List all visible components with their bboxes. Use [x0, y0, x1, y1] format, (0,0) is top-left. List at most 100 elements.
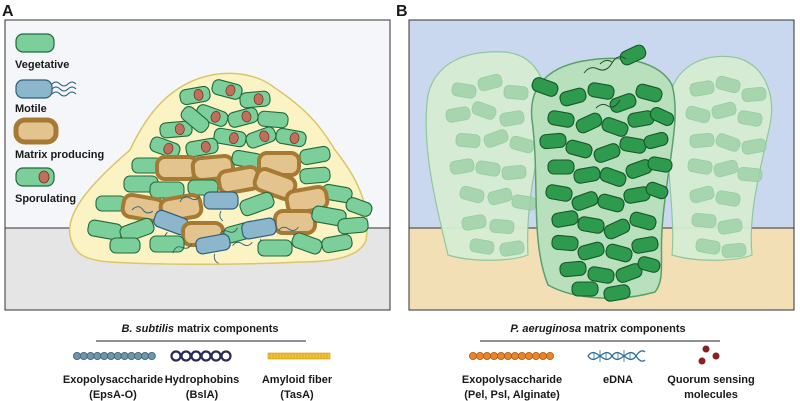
- panel-b-components-header: P. aeruginosa matrix components: [510, 323, 685, 335]
- pa-pale-cell: [741, 86, 767, 103]
- vegetative-cell-icon: [15, 33, 55, 53]
- component-sublabel-quorum: molecules: [684, 389, 738, 401]
- panel-b-letter: B: [396, 3, 408, 20]
- pa-cell: [587, 82, 615, 100]
- pa-pale-cell: [483, 129, 509, 148]
- legend-label-motile: Motile: [15, 103, 47, 115]
- pa-cell: [551, 210, 579, 228]
- pa-pale-cell: [721, 242, 747, 259]
- pa-pale-cell: [695, 238, 721, 255]
- panel-a-components: B. subtilis matrix components Exopolysac…: [63, 323, 333, 401]
- pa-pale-cell: [509, 135, 535, 154]
- pa-pale-cell: [715, 133, 741, 152]
- pa-cell: [571, 281, 599, 297]
- panel-b-components: P. aeruginosa matrix components Exopolys…: [462, 323, 755, 401]
- motile-cell-icon: [15, 79, 77, 99]
- pa-cell: [603, 218, 631, 240]
- dna-helix-icon: [587, 350, 646, 362]
- component-label-eps-pa: Exopolysaccharide: [462, 374, 562, 386]
- panel-a-letter: A: [2, 3, 14, 20]
- pa-cell: [597, 193, 625, 213]
- sporulating-cell-icon: [15, 167, 55, 187]
- pa-pale-cell: [689, 185, 715, 204]
- component-sublabel-bslA: (BslA): [186, 389, 219, 401]
- pa-pale-cell: [501, 164, 527, 181]
- legend-sporulating: Sporulating: [15, 167, 76, 205]
- pa-cell: [645, 181, 669, 200]
- pa-pale-cell: [737, 110, 763, 127]
- pa-pale-cell: [451, 82, 477, 99]
- pa-cell: [619, 44, 647, 66]
- pa-pale-cell: [475, 160, 501, 177]
- panel-a-components-header: B. subtilis matrix components: [121, 323, 278, 335]
- legend-label-vegetative: Vegetative: [15, 59, 69, 71]
- pa-pale-cell: [469, 238, 495, 255]
- bs-cell: [179, 191, 261, 222]
- bs-cell: [109, 237, 141, 254]
- bs-cell: [172, 233, 253, 264]
- pa-cell: [593, 143, 621, 163]
- pa-pale-cells: [445, 73, 767, 259]
- bs-cell: [257, 110, 289, 129]
- bs-cell: [291, 232, 323, 255]
- pa-pale-cell: [449, 158, 475, 175]
- pa-pale-cell: [737, 166, 763, 183]
- bs-cell: [299, 166, 331, 185]
- quorum-sensing-dots-icon: [698, 345, 720, 365]
- exopolysaccharide-chain-icon: [468, 351, 555, 360]
- pa-cell: [577, 241, 605, 261]
- pa-pale-cell: [499, 110, 525, 127]
- pa-cell: [605, 243, 633, 263]
- pa-pale-cell: [499, 240, 525, 257]
- pa-cell: [601, 117, 629, 137]
- legend-vegetative: Vegetative: [15, 33, 69, 71]
- legend-label-matrix-producing: Matrix producing: [15, 149, 104, 161]
- bs-cell: [185, 137, 219, 158]
- bs-cell: [245, 126, 277, 149]
- pa-pale-cell: [489, 218, 515, 235]
- bs-cell: [119, 217, 155, 243]
- bs-cell: [159, 120, 193, 139]
- bs-cell: [275, 127, 307, 148]
- pa-pale-cell: [487, 187, 513, 206]
- legend-motile: Motile: [15, 79, 77, 115]
- bs-cell: [239, 191, 275, 217]
- pa-cell: [637, 256, 661, 273]
- pa-pale-cell: [471, 101, 497, 120]
- component-label-bslA: Hydrophobins: [165, 374, 240, 386]
- pa-cell: [647, 156, 673, 173]
- pa-pale-cell: [477, 73, 503, 92]
- pa-pale-cell: [687, 158, 713, 175]
- bs-cell: [218, 217, 299, 249]
- pa-cell: [539, 132, 567, 150]
- pa-cell: [571, 191, 599, 211]
- pa-cell: [575, 112, 603, 134]
- pa-cell: [565, 139, 593, 159]
- pa-pale-cell: [689, 80, 715, 97]
- pa-cell: [649, 106, 675, 127]
- pa-cell: [631, 236, 659, 254]
- legend-label-sporulating: Sporulating: [15, 193, 76, 205]
- pa-cell: [547, 110, 575, 128]
- matrix-producing-cell-icon: [13, 117, 59, 145]
- hydrophobin-rings-icon: [170, 350, 232, 362]
- pa-pale-cell: [445, 106, 471, 123]
- pa-cell: [559, 87, 587, 107]
- bs-cell: [227, 107, 259, 128]
- bs-cell: [239, 90, 271, 109]
- pa-side-structure-left: [425, 51, 547, 261]
- pa-pale-cell: [685, 105, 711, 124]
- pa-cell: [551, 234, 579, 252]
- pa-cell: [635, 83, 663, 103]
- component-label-quorum: Quorum sensing: [667, 374, 754, 386]
- pa-cell: [599, 167, 627, 187]
- bs-cell: [187, 179, 219, 196]
- bs-cell: [337, 216, 369, 235]
- bs-cell: [195, 104, 229, 127]
- legend-matrix-producing: Matrix producing: [13, 117, 104, 161]
- pa-pale-cell: [503, 84, 529, 101]
- pa-pale-cell: [461, 214, 487, 231]
- panel-a-legend: Vegetative Motile Matrix producing Sporu…: [13, 33, 104, 205]
- pa-cell: [559, 260, 587, 278]
